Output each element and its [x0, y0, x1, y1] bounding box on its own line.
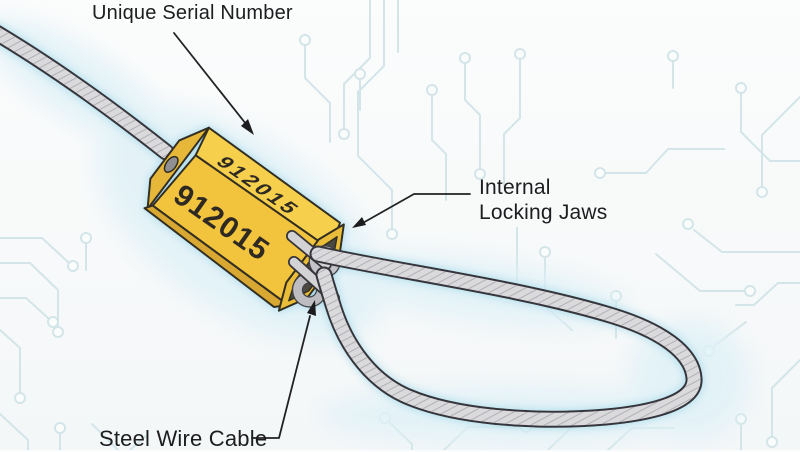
leader-arrow-serial	[241, 119, 254, 135]
leader-line-serial	[173, 32, 247, 125]
seal-body: 912015 912015	[143, 126, 345, 312]
label-steel-wire-cable: Steel Wire Cable	[99, 426, 268, 451]
label-internal-locking-jaws-line1: Internal	[479, 176, 551, 199]
label-internal-locking-jaws: Internal Locking Jaws	[479, 175, 607, 225]
label-unique-serial-number: Unique Serial Number	[92, 2, 293, 24]
leader-line-jaws	[360, 193, 471, 225]
leader-line-cable	[251, 315, 311, 439]
leader-arrow-cable	[307, 300, 316, 316]
cable-loop	[309, 245, 703, 428]
cable-left-segment	[0, 25, 175, 161]
cable-entry-hole	[163, 155, 179, 173]
seal-bottom-face	[143, 204, 290, 309]
label-internal-locking-jaws-line2: Locking Jaws	[479, 201, 608, 224]
leader-arrow-jaws	[352, 217, 366, 228]
